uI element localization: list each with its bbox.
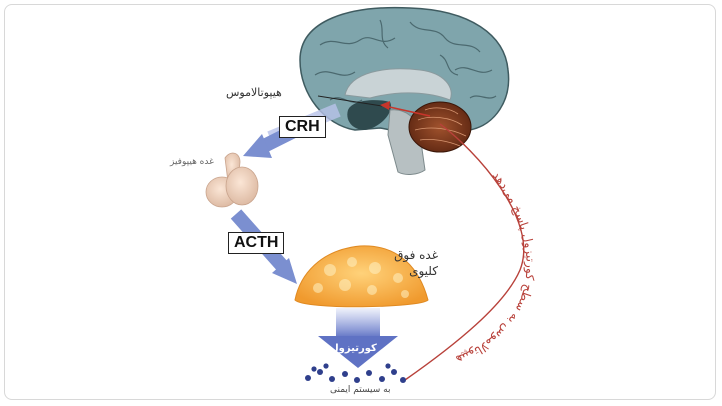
- pituitary-label: غده هیپوفیز: [170, 157, 214, 167]
- crh-label: CRH: [279, 116, 326, 138]
- immune-label: به سیستم ایمنی: [330, 385, 391, 395]
- brain-image: [299, 6, 510, 175]
- pituitary-gland-image: [205, 152, 259, 208]
- hypothalamus-label: هیپوتالاموس: [226, 86, 282, 99]
- cortisol-label: کورتیزول: [330, 343, 377, 354]
- adrenal-label-line2: کلیوی: [409, 264, 438, 278]
- feedback-label: هیپوتالاموس به سطح کورتیزول پاسخ می‌دهد: [454, 168, 538, 367]
- cortisol-molecules: [305, 363, 406, 383]
- acth-label: ACTH: [228, 232, 285, 254]
- hypothalamus-pointer: [317, 95, 383, 107]
- feedback-arrow-head: [380, 101, 431, 117]
- cortisol-arrow: [318, 308, 398, 368]
- feedback-text: هیپوتالاموس به سطح کورتیزول پاسخ می‌دهد: [454, 168, 538, 367]
- adrenal-gland-image: [294, 245, 429, 308]
- adrenal-label-line1: غده فوق: [394, 248, 438, 262]
- adrenal-label: غده فوق کلیوی: [394, 247, 438, 279]
- feedback-curve: [404, 123, 525, 381]
